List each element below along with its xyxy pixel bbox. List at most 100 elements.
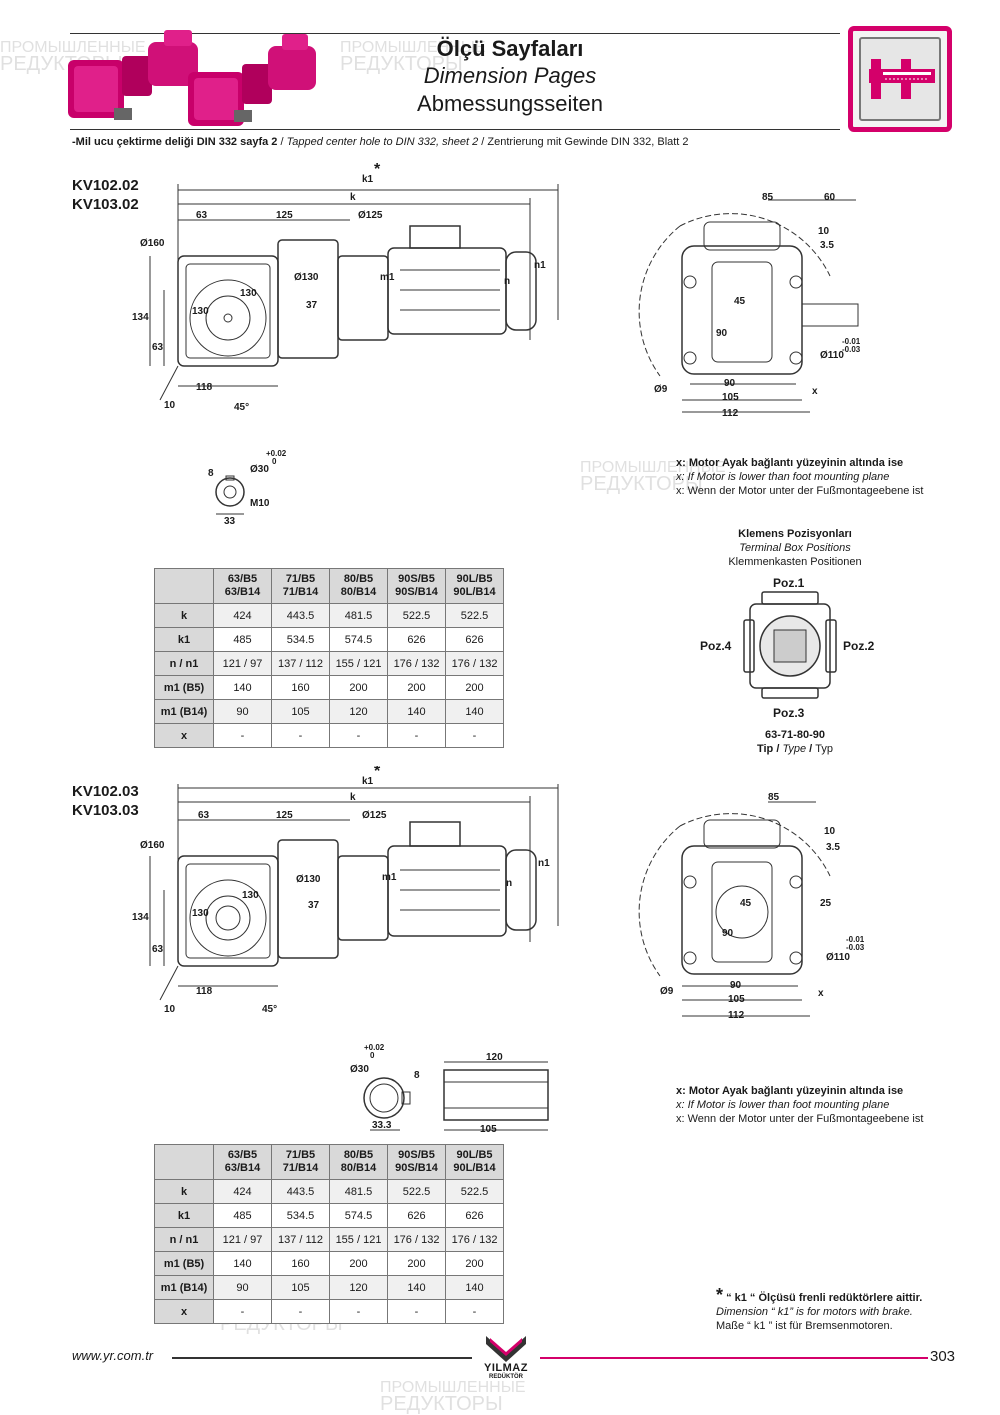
gearmotor-product-photo — [68, 30, 316, 126]
page-number: 303 — [930, 1348, 956, 1365]
dim-125-dia: Ø125 — [362, 810, 387, 821]
gearbox-body — [277, 239, 339, 359]
table-cell: 140 — [213, 675, 272, 700]
dim-n1: n1 — [534, 260, 546, 271]
watermark-line: РЕДУКТОРЫ — [380, 1393, 503, 1415]
front-view-drawing-2: 85 10 3.5 45 25 90 Ø110 -0.01 -0.03 Ø9 9… — [638, 792, 865, 1021]
page-title-de: Abmessungsseiten — [417, 91, 603, 116]
dim-60: 60 — [824, 192, 836, 203]
tol-low: -0.03 — [842, 345, 861, 354]
table-cell: 155 / 121 — [329, 651, 388, 676]
col-line: 90L/B14 — [453, 586, 496, 598]
gearbox-front-housing — [681, 245, 803, 375]
dim-160-dia: Ø160 — [140, 840, 165, 851]
subtitle-tr: -Mil ucu çektirme deliği DIN 332 sayfa 2 — [72, 136, 278, 148]
dim-m10: M10 — [250, 498, 270, 509]
dim-105: 105 — [722, 392, 739, 403]
subtitle-de: Zentrierung mit Gewinde DIN 332, Blatt 2 — [487, 136, 689, 148]
header-rule-top — [70, 33, 840, 34]
table-corner — [154, 1144, 214, 1180]
dim-9-dia: Ø9 — [654, 384, 668, 395]
dim-90: 90 — [724, 378, 736, 389]
col-line: 71/B5 — [285, 573, 316, 585]
brand-sub: REDÜKTÖR — [489, 1374, 523, 1380]
subtitle-center-hole: -Mil ucu çektirme deliği DIN 332 sayfa 2… — [72, 136, 689, 148]
side-view-drawing-1: k1 * k 63 125 Ø125 Ø160 Ø130 130 130 37 … — [132, 161, 559, 413]
dim-105: 105 — [480, 1124, 497, 1135]
table-row: m1 (B5) 140 160 200 200 200 — [154, 1251, 504, 1276]
tb-types: 63-71-80-90 — [765, 729, 825, 741]
row-label: m1 (B14) — [154, 1275, 214, 1300]
dim-n: n — [504, 276, 510, 287]
model-a: KV102.02 — [72, 177, 139, 194]
dim-37: 37 — [308, 900, 320, 911]
subtitle-sep: / — [478, 136, 488, 148]
dim-110-dia: Ø110 — [820, 350, 844, 361]
type-de: Typ — [815, 743, 833, 755]
table-cell: 522.5 — [387, 1179, 446, 1204]
brake-note-de: Maße “ k1 ” ist für Bremsenmotoren. — [716, 1320, 893, 1332]
table-corner — [154, 568, 214, 604]
dim-k1: k1 — [362, 776, 374, 787]
col-line: 80/B14 — [340, 1162, 377, 1174]
gearbox-body — [277, 839, 339, 959]
dim-m1: m1 — [382, 872, 397, 883]
tb-type-label: Tip / Type / Typ — [700, 742, 890, 756]
table-cell: - — [271, 723, 330, 748]
table-cell: 120 — [329, 699, 388, 724]
col-line: 90S/B14 — [395, 586, 438, 598]
table-cell: 626 — [387, 627, 446, 652]
note-en: x: If Motor is lower than foot mounting … — [676, 1099, 890, 1111]
footer-rule-right — [540, 1357, 928, 1359]
table-cell: 176 / 132 — [387, 651, 446, 676]
terminal-position-2: Poz.2 — [843, 639, 875, 653]
table-cell: 200 — [445, 1251, 504, 1276]
dim-k: k — [350, 792, 356, 803]
dim-3-5: 3.5 — [826, 842, 840, 853]
table-cell: 121 / 97 — [213, 651, 272, 676]
gearmotor-image-right — [188, 34, 316, 126]
type-tr: Tip — [756, 743, 774, 755]
col-line: 90L/B5 — [456, 1149, 493, 1161]
type-sep: / — [773, 743, 783, 755]
dim-n1: n1 — [538, 858, 550, 869]
tol-low: -0.03 — [846, 943, 865, 952]
motor-mounting-note-2: x: Motor Ayak bağlantı yüzeyinin altında… — [676, 1084, 923, 1126]
table-row: k1 485 534.5 574.5 626 626 — [154, 1203, 504, 1228]
model-label-kv102-02: KV102.02 KV103.02 — [72, 176, 139, 214]
dim-130-a: 130 — [240, 288, 257, 299]
dim-3-5: 3.5 — [820, 240, 834, 251]
dim-125: 125 — [276, 810, 293, 821]
table-cell: 121 / 97 — [213, 1227, 272, 1252]
website-link[interactable]: www.yr.com.tr — [72, 1348, 154, 1363]
row-label: k1 — [154, 1203, 214, 1228]
table-row: k 424 443.5 481.5 522.5 522.5 — [154, 1179, 504, 1204]
dim-112: 112 — [728, 1010, 745, 1021]
dim-63b: 63 — [152, 342, 164, 353]
table-cell: - — [271, 1299, 330, 1324]
side-view-drawing-2: k1 * k 63 125 Ø125 Ø160 Ø130 130 130 37 … — [132, 766, 559, 1015]
dim-130-a: 130 — [242, 890, 259, 901]
table-cell: 140 — [387, 699, 446, 724]
dim-x: x — [812, 386, 818, 397]
dim-90-vertical: 90 — [716, 328, 728, 339]
dim-105: 105 — [728, 994, 745, 1005]
tol-low: 0 — [272, 457, 277, 466]
table-cell: 626 — [445, 1203, 504, 1228]
dim-10: 10 — [824, 826, 836, 837]
table-row: x - - - - - — [154, 723, 504, 748]
caliper-icon-panel — [859, 37, 941, 121]
dim-160-dia: Ø160 — [140, 238, 165, 249]
table-cell: 160 — [271, 1251, 330, 1276]
dim-33-3: 33.3 — [372, 1120, 392, 1131]
page-title-block: Ölçü Sayfaları Dimension Pages Abmessung… — [360, 36, 660, 118]
terminal-position-1: Poz.1 — [773, 576, 805, 590]
dim-134: 134 — [132, 912, 149, 923]
dim-k1-star: * — [374, 766, 381, 780]
table-cell: 90 — [213, 1275, 272, 1300]
